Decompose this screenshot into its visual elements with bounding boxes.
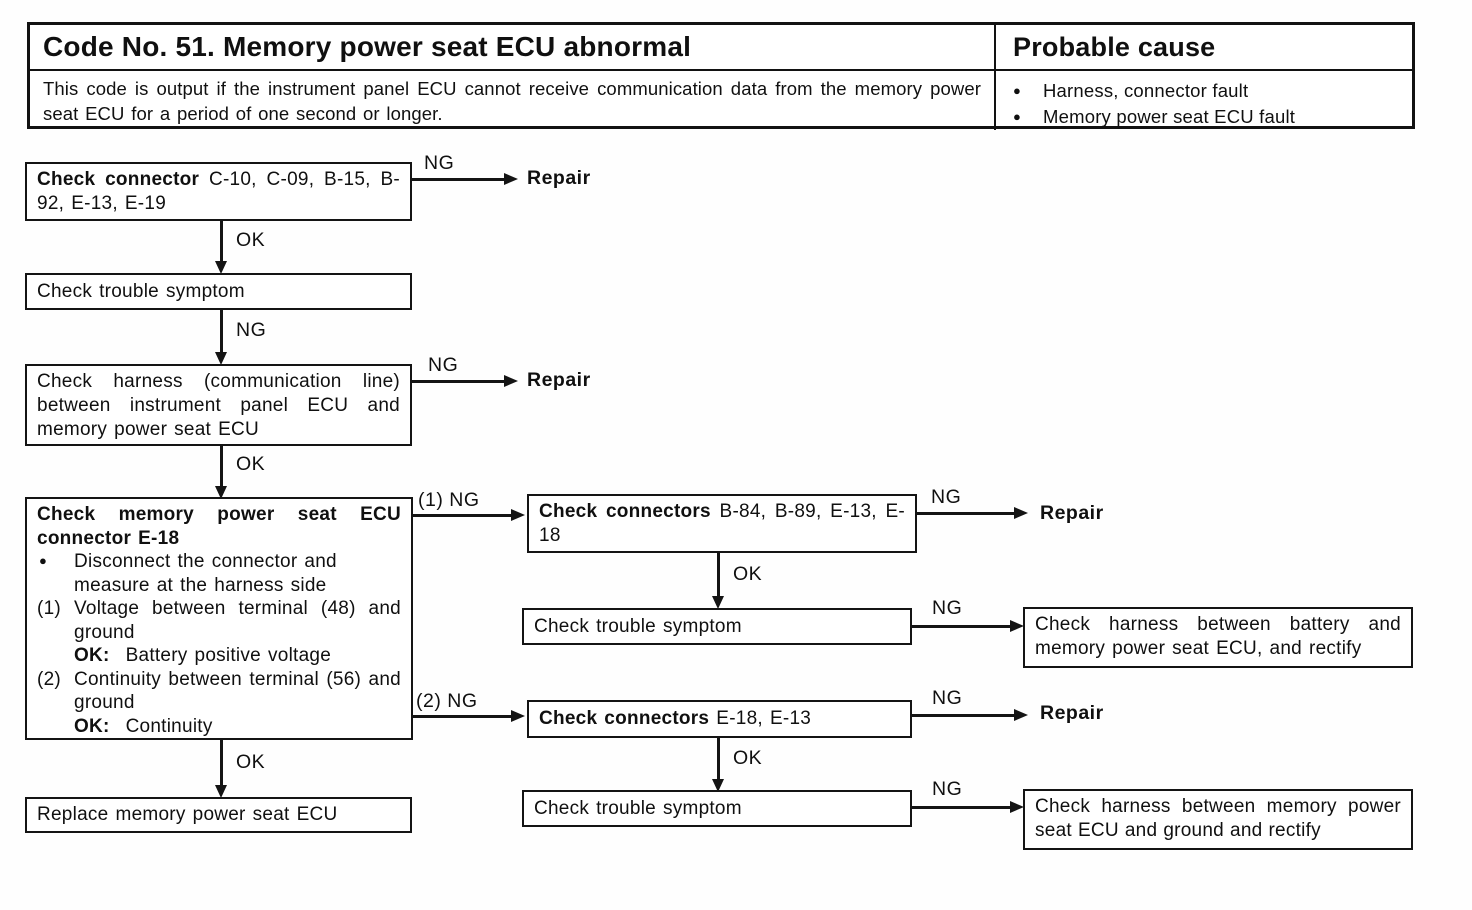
- arrowhead-right-icon: [1010, 801, 1024, 813]
- probable-cause-list: Harness, connector fault Memory power se…: [996, 71, 1412, 130]
- ok-criterion-value: Continuity: [125, 715, 213, 737]
- ok-label: OK: [236, 751, 266, 773]
- step-marker: (2): [37, 668, 61, 690]
- flow-box-check-trouble-symptom-2: Check trouble symptom: [522, 608, 912, 645]
- ok-criterion-label: OK:: [74, 715, 110, 737]
- box-text-wrap: Check connectors E-18, E-13: [539, 707, 811, 731]
- arrowhead-right-icon: [1010, 620, 1024, 632]
- box-text: Replace memory power seat ECU: [37, 804, 338, 825]
- arrowhead-down-icon: [712, 596, 724, 609]
- arrowhead-down-icon: [215, 486, 227, 499]
- flow-box-replace-ecu: Replace memory power seat ECU: [25, 797, 412, 833]
- ng-label: NG: [932, 597, 963, 619]
- ok-label: OK: [733, 747, 763, 769]
- ng-label: NG: [931, 486, 962, 508]
- arrow-line: [220, 221, 223, 262]
- arrow-line: [912, 806, 1011, 809]
- box-text: Check harness between battery and memory…: [1035, 614, 1401, 659]
- arrowhead-right-icon: [1014, 507, 1028, 519]
- procedure-step-2: (2) Continuity between terminal (56) and…: [37, 668, 401, 739]
- arrow-line: [411, 380, 505, 383]
- box-bold-text: Check connector: [37, 169, 200, 190]
- box-bold-text: Check connectors: [539, 501, 711, 522]
- flow-box-check-trouble-symptom-3: Check trouble symptom: [522, 790, 912, 827]
- box-bold-text: Check connectors: [539, 708, 710, 729]
- arrow-line: [220, 446, 223, 487]
- arrow-line: [412, 715, 512, 718]
- arrowhead-down-icon: [712, 779, 724, 792]
- flow-box-check-harness-comm: Check harness (communication line) betwe…: [25, 364, 412, 446]
- ng2-label: (2) NG: [416, 690, 478, 712]
- step-text: Continuity between terminal (56) and gro…: [74, 668, 401, 714]
- code-description: This code is output if the instrument pa…: [43, 78, 981, 124]
- ok-label: OK: [236, 229, 266, 251]
- arrowhead-right-icon: [511, 509, 525, 521]
- box-text: E-18, E-13: [716, 708, 812, 729]
- arrow-line: [717, 738, 720, 780]
- flow-box-check-ecu-connector: Check memory power seat ECU connector E-…: [25, 497, 413, 740]
- probable-cause-header-cell: Probable cause: [996, 25, 1412, 71]
- ng-label: NG: [932, 687, 963, 709]
- flow-box-check-harness-ground: Check harness between memory power seat …: [1023, 789, 1413, 850]
- arrow-line: [411, 178, 505, 181]
- ng-label: NG: [424, 152, 455, 174]
- box-text: Check harness (communication line) betwe…: [37, 371, 400, 440]
- bullet-icon: [1013, 79, 1043, 105]
- arrowhead-down-icon: [215, 785, 227, 798]
- arrow-line: [220, 310, 223, 353]
- flow-box-check-connectors-e18: Check connectors E-18, E-13: [527, 700, 912, 738]
- ok-label: OK: [236, 453, 266, 475]
- box-text: Check trouble symptom: [534, 615, 742, 637]
- arrow-line: [912, 714, 1015, 717]
- box-text: B-84, B-89, E-13, E-18: [539, 501, 905, 546]
- arrowhead-right-icon: [511, 710, 525, 722]
- step-marker: (1): [37, 598, 61, 619]
- ok-label: OK: [733, 563, 763, 585]
- arrowhead-down-icon: [215, 261, 227, 274]
- repair-label: Repair: [527, 167, 591, 189]
- cause-text: Memory power seat ECU fault: [1043, 105, 1296, 127]
- arrowhead-right-icon: [504, 375, 518, 387]
- box-text: C-10, C-09, B-15, B-92, E-13, E-19: [37, 169, 401, 214]
- header-table: Code No. 51. Memory power seat ECU abnor…: [27, 22, 1415, 130]
- bullet-icon: [37, 550, 74, 597]
- cause-text: Harness, connector fault: [1043, 80, 1249, 101]
- arrowhead-right-icon: [504, 173, 518, 185]
- procedure-text: Disconnect the connector and measure at …: [74, 551, 337, 596]
- repair-label: Repair: [1040, 502, 1104, 524]
- probable-cause-title: Probable cause: [1013, 31, 1216, 62]
- ng-label: NG: [236, 319, 267, 341]
- arrow-line: [220, 740, 223, 786]
- page-title: Code No. 51. Memory power seat ECU abnor…: [43, 31, 692, 62]
- arrowhead-down-icon: [215, 352, 227, 365]
- arrow-line: [412, 514, 512, 517]
- bullet-icon: [1013, 105, 1043, 131]
- ng1-label: (1) NG: [418, 489, 480, 511]
- box-bold-text: Check memory power seat ECU connector E-…: [37, 504, 401, 549]
- code-title-cell: Code No. 51. Memory power seat ECU abnor…: [30, 25, 996, 71]
- step-text: Voltage between terminal (48) and ground: [74, 598, 401, 643]
- flow-box-check-harness-battery: Check harness between battery and memory…: [1023, 607, 1413, 668]
- flow-box-check-trouble-symptom-1: Check trouble symptom: [25, 273, 412, 310]
- flow-box-check-connector: Check connector C-10, C-09, B-15, B-92, …: [25, 162, 412, 221]
- arrow-line: [717, 553, 720, 597]
- code-description-cell: This code is output if the instrument pa…: [30, 71, 996, 130]
- cause-item: Memory power seat ECU fault: [1013, 105, 1402, 131]
- arrow-line: [917, 512, 1015, 515]
- repair-label: Repair: [1040, 702, 1104, 724]
- flow-box-check-connectors-b84: Check connectors B-84, B-89, E-13, E-18: [527, 494, 917, 553]
- ng-label: NG: [428, 354, 459, 376]
- arrowhead-right-icon: [1014, 709, 1028, 721]
- box-text: Check trouble symptom: [534, 797, 742, 819]
- cause-item: Harness, connector fault: [1013, 79, 1402, 105]
- procedure-bullet-row: Disconnect the connector and measure at …: [37, 550, 401, 597]
- ok-criterion-value: Battery positive voltage: [125, 645, 332, 666]
- repair-label: Repair: [527, 369, 591, 391]
- box-text: Check trouble symptom: [37, 280, 245, 302]
- ok-criterion-label: OK:: [74, 645, 110, 666]
- procedure-step-1: (1) Voltage between terminal (48) and gr…: [37, 597, 401, 668]
- arrow-line: [912, 625, 1011, 628]
- ng-label: NG: [932, 778, 963, 800]
- box-text: Check harness between memory power seat …: [1035, 796, 1401, 841]
